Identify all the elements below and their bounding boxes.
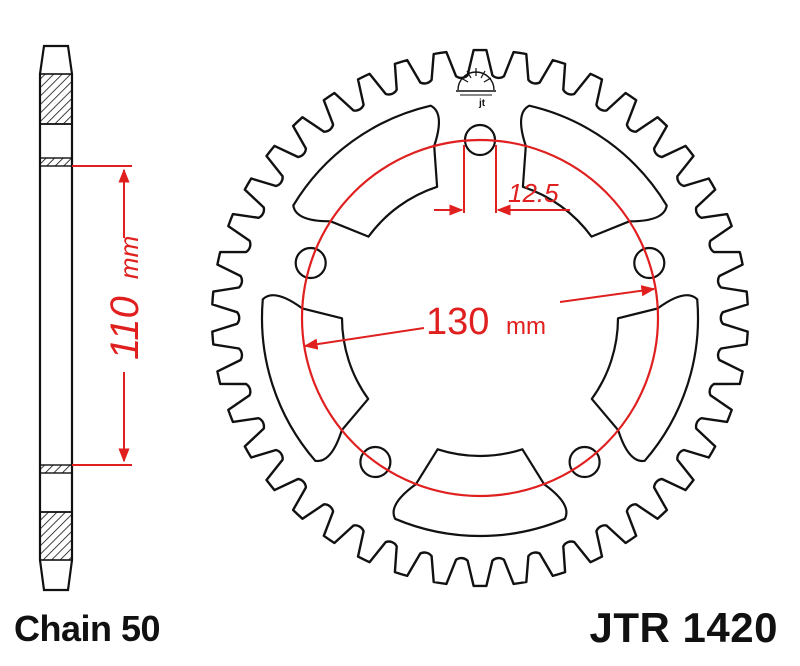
pcd-circle bbox=[300, 138, 660, 498]
lightening-cutout bbox=[260, 294, 370, 462]
sprocket-front bbox=[211, 48, 749, 588]
pcd-dimension-text: 130 mm bbox=[426, 301, 546, 343]
pcd-dimension-unit: mm bbox=[506, 313, 546, 340]
lightening-cutout bbox=[392, 448, 568, 538]
svg-text:jt: jt bbox=[478, 98, 486, 109]
hatch-lower-band bbox=[39, 464, 73, 474]
jt-logo-mark: jt bbox=[456, 68, 496, 109]
lightening-cutout bbox=[292, 104, 440, 238]
hatch-upper-band bbox=[39, 157, 73, 167]
side-profile bbox=[38, 44, 74, 592]
hub-dimension-value: 110 bbox=[103, 296, 147, 360]
chain-label: Chain 50 bbox=[14, 608, 161, 649]
part-number-label: JTR 1420 bbox=[589, 604, 778, 651]
hub-dimension: 110 mm bbox=[72, 165, 147, 466]
side-profile-outline bbox=[38, 44, 74, 592]
hole-dimension-value: 12.5 bbox=[508, 178, 559, 208]
pcd-dimension-value: 130 bbox=[426, 301, 489, 343]
hatch-bottom bbox=[39, 511, 73, 561]
lightening-cutouts bbox=[260, 104, 700, 538]
hatch-top bbox=[39, 73, 73, 125]
lightening-cutout bbox=[520, 104, 668, 238]
hole-dimension: 12.5 bbox=[434, 145, 570, 216]
lightening-cutout bbox=[590, 294, 700, 462]
hub-dimension-text: 110 mm bbox=[103, 236, 147, 360]
hub-dimension-unit: mm bbox=[114, 236, 144, 279]
pcd-dimension: 130 mm bbox=[303, 285, 656, 350]
